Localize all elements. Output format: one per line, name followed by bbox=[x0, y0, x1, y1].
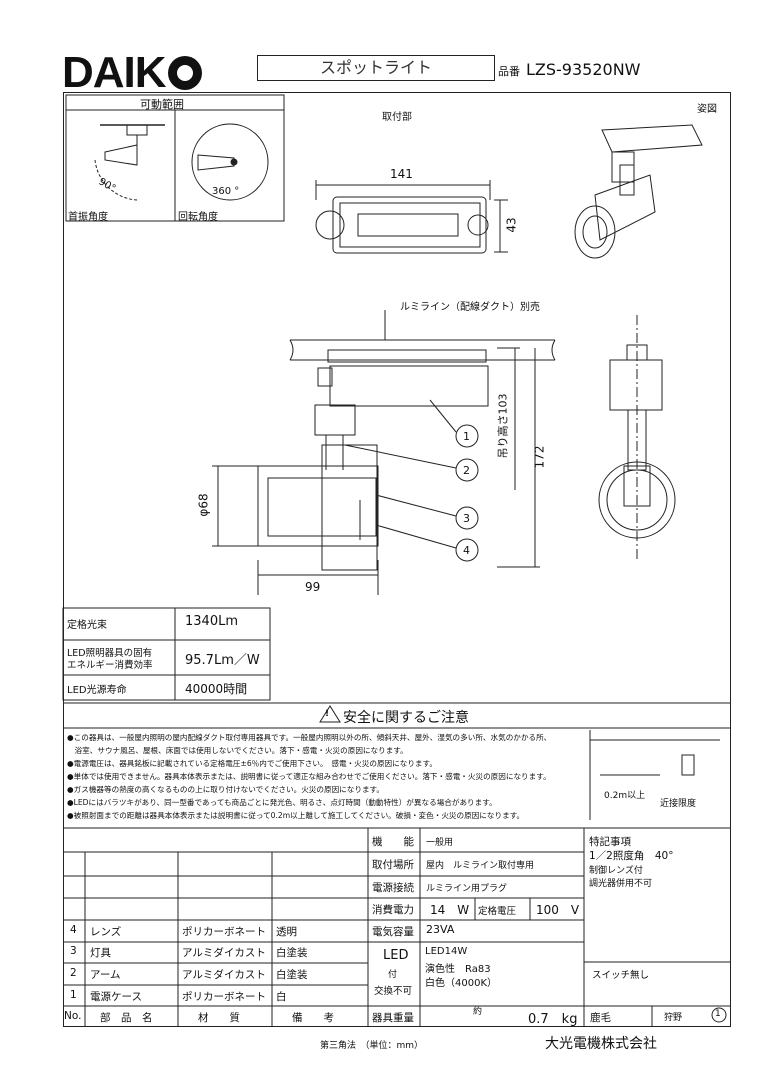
callout-1: 1 bbox=[463, 430, 470, 443]
model-label: 品番 bbox=[498, 65, 520, 78]
part-name: レンズ bbox=[90, 926, 122, 938]
perspective-label: 姿図 bbox=[697, 104, 717, 115]
consumption-label: 消費電力 bbox=[372, 904, 414, 916]
tilt-label: 首振角度 bbox=[68, 212, 108, 223]
brand-text: DAIK bbox=[62, 48, 167, 97]
dim-total-height: 172 bbox=[532, 445, 547, 469]
safety-note: ●単体では使用できません。器具本体表示または、説明書に従って適正な組み合わせでご… bbox=[67, 772, 551, 781]
function-value: 一般用 bbox=[426, 838, 454, 848]
callout-3: 3 bbox=[463, 512, 470, 525]
sun-logo-icon bbox=[167, 56, 202, 90]
part-name: 電源ケース bbox=[90, 991, 142, 1003]
header-no: No. bbox=[64, 1010, 82, 1022]
consumption-value: 14 W bbox=[430, 903, 470, 917]
special-note-2: 制御レンズ付 bbox=[589, 866, 643, 876]
led-value-3: 白色（4000K） bbox=[425, 978, 498, 989]
header-name: 部 品 名 bbox=[100, 1012, 153, 1024]
voltage-label: 定格電圧 bbox=[478, 906, 517, 917]
rotate-angle: 360 ° bbox=[212, 186, 240, 197]
revision-number: 1 bbox=[715, 1009, 721, 1019]
part-no: 4 bbox=[70, 924, 77, 936]
dim-mount-width: 141 bbox=[390, 167, 413, 181]
spec-label-flux: 定格光束 bbox=[67, 620, 107, 631]
part-name: アーム bbox=[90, 969, 121, 981]
part-remarks: 白塗装 bbox=[276, 947, 308, 959]
special-note-1: 1／2照度角 40° bbox=[589, 850, 674, 862]
header-remarks: 備 考 bbox=[292, 1012, 334, 1024]
part-no: 2 bbox=[70, 967, 77, 979]
spec-label-efficiency-1: LED照明器具の固有 bbox=[67, 648, 153, 659]
led-label-3: 交換不可 bbox=[374, 986, 413, 997]
mount-label: 取付場所 bbox=[372, 859, 414, 871]
model-number: 品番 LZS-93520NW bbox=[498, 60, 641, 79]
dim-diameter: φ68 bbox=[196, 493, 211, 517]
part-material: アルミダイカスト bbox=[182, 969, 266, 981]
safety-note: ●電源電圧は、器具銘板に記載されている定格電圧±6％内でご使用下さい。 感電・火… bbox=[67, 759, 437, 768]
proximity-label: 近接限度 bbox=[660, 799, 697, 809]
projection-note: 第三角法 （単位：mm） bbox=[320, 1041, 424, 1051]
rotate-label: 回転角度 bbox=[178, 212, 218, 223]
weight-value: 0.7 kg bbox=[528, 1012, 578, 1027]
spec-value-flux: 1340Lm bbox=[185, 614, 238, 629]
part-name: 灯具 bbox=[90, 947, 111, 959]
model-value: LZS-93520NW bbox=[526, 60, 641, 79]
dim-hanging-height: 吊り高さ103 bbox=[496, 393, 510, 459]
function-label: 機 能 bbox=[372, 836, 414, 848]
range-heading: 可動範囲 bbox=[140, 98, 184, 111]
callout-2: 2 bbox=[463, 464, 470, 477]
mount-value: 屋内 ルミライン取付専用 bbox=[426, 861, 535, 871]
safety-heading: 安全に関するご注意 bbox=[343, 710, 469, 726]
safety-note: ●ガス機器等の熱度の高くなるものの上に取り付けないでください。火災の原因になりま… bbox=[67, 785, 384, 794]
dim-mount-depth: 43 bbox=[504, 217, 519, 233]
drawing-frame bbox=[63, 92, 731, 1027]
spec-value-efficiency: 95.7Lm／W bbox=[185, 653, 260, 668]
weight-label: 器具重量 bbox=[372, 1012, 414, 1024]
weight-approx: 約 bbox=[473, 1007, 483, 1017]
safety-note: ●LEDにはバラツキがあり、同一型番であっても商品ごとに発光色、明るさ、点灯時間… bbox=[67, 798, 497, 807]
part-remarks: 白 bbox=[276, 991, 287, 1003]
checker-2: 狩野 bbox=[664, 1013, 683, 1023]
special-note-3: 調光器併用不可 bbox=[589, 879, 653, 889]
dim-length: 99 bbox=[305, 580, 321, 594]
part-remarks: 透明 bbox=[276, 926, 297, 938]
callout-4: 4 bbox=[463, 544, 470, 557]
capacity-value: 23VA bbox=[426, 923, 455, 936]
spec-label-efficiency-2: エネルギー消費効率 bbox=[67, 660, 153, 671]
header-material: 材 質 bbox=[198, 1012, 240, 1024]
spec-value-life: 40000時間 bbox=[185, 682, 248, 696]
switch-note: スイッチ無し bbox=[592, 970, 650, 981]
part-material: ポリカーボネート bbox=[182, 991, 266, 1003]
duct-label: ルミライン（配線ダクト）別売 bbox=[400, 302, 540, 313]
safety-note: ●この器具は、一般屋内照明の屋内配線ダクト取付専用器具です。一般屋内照明以外の所… bbox=[67, 733, 552, 742]
company-name: 大光電機株式会社 bbox=[545, 1036, 657, 1052]
led-label-2: 付 bbox=[388, 970, 398, 980]
special-notes-heading: 特記事項 bbox=[589, 836, 631, 848]
part-no: 3 bbox=[70, 945, 77, 957]
part-material: ポリカーボネート bbox=[182, 926, 266, 938]
led-label-1: LED bbox=[383, 948, 409, 963]
warning-icon: ! bbox=[325, 709, 330, 719]
power-label: 電源接続 bbox=[372, 882, 414, 894]
clearance-label: 0.2m以上 bbox=[604, 791, 646, 801]
checker-1: 鹿毛 bbox=[590, 1012, 611, 1024]
led-value-2: 演色性 Ra83 bbox=[425, 964, 491, 975]
safety-note: 浴室、サウナ風呂、屋根、床面では使用しないでください。落下・感電・火災の原因にな… bbox=[67, 746, 408, 755]
mounting-label: 取付部 bbox=[382, 112, 412, 123]
part-material: アルミダイカスト bbox=[182, 947, 266, 959]
capacity-label: 電気容量 bbox=[372, 926, 414, 938]
part-remarks: 白塗装 bbox=[276, 969, 308, 981]
brand-logo: DAIK bbox=[62, 48, 202, 98]
product-type-box: スポットライト bbox=[257, 55, 495, 81]
safety-note: ●被照射面までの距離は器具本体表示または説明書に従って0.2m以上離して施工して… bbox=[67, 811, 525, 820]
spec-label-life: LED光源寿命 bbox=[67, 685, 127, 696]
power-value: ルミライン用プラグ bbox=[426, 884, 508, 894]
led-value-1: LED14W bbox=[425, 946, 468, 957]
voltage-value: 100 V bbox=[536, 903, 580, 917]
part-no: 1 bbox=[70, 989, 77, 1001]
